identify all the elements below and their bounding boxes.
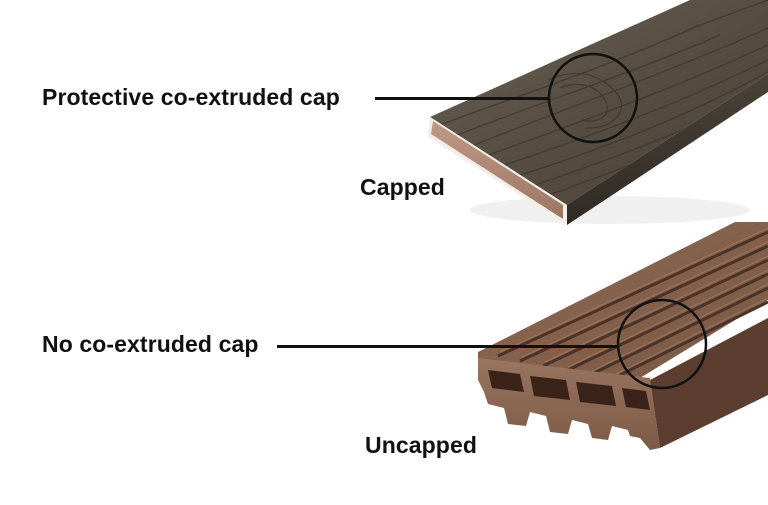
- capped-detail-circle: [547, 52, 639, 144]
- uncapped-board-side-face: [650, 318, 768, 448]
- capped-board-top-face: [430, 0, 768, 205]
- uncapped-board: [478, 222, 768, 450]
- capped-caption: Capped: [360, 174, 445, 200]
- capped-board-side-face: [567, 74, 768, 225]
- uncapped-caption: Uncapped: [365, 432, 477, 458]
- capped-board-core: [431, 121, 563, 219]
- uncapped-leader-line: [277, 345, 619, 348]
- uncapped-board-hollows: [488, 370, 650, 410]
- capped-callout-label: Protective co-extruded cap: [42, 84, 340, 110]
- uncapped-board-grooves: [497, 230, 768, 380]
- uncapped-callout-label: No co-extruded cap: [42, 331, 259, 357]
- uncapped-detail-circle: [616, 298, 708, 390]
- capped-board-grain: [439, 0, 768, 199]
- capped-board: [428, 0, 768, 225]
- capped-leader-line: [375, 97, 549, 100]
- capped-board-shadow: [470, 196, 750, 224]
- uncapped-board-profile: [478, 358, 660, 450]
